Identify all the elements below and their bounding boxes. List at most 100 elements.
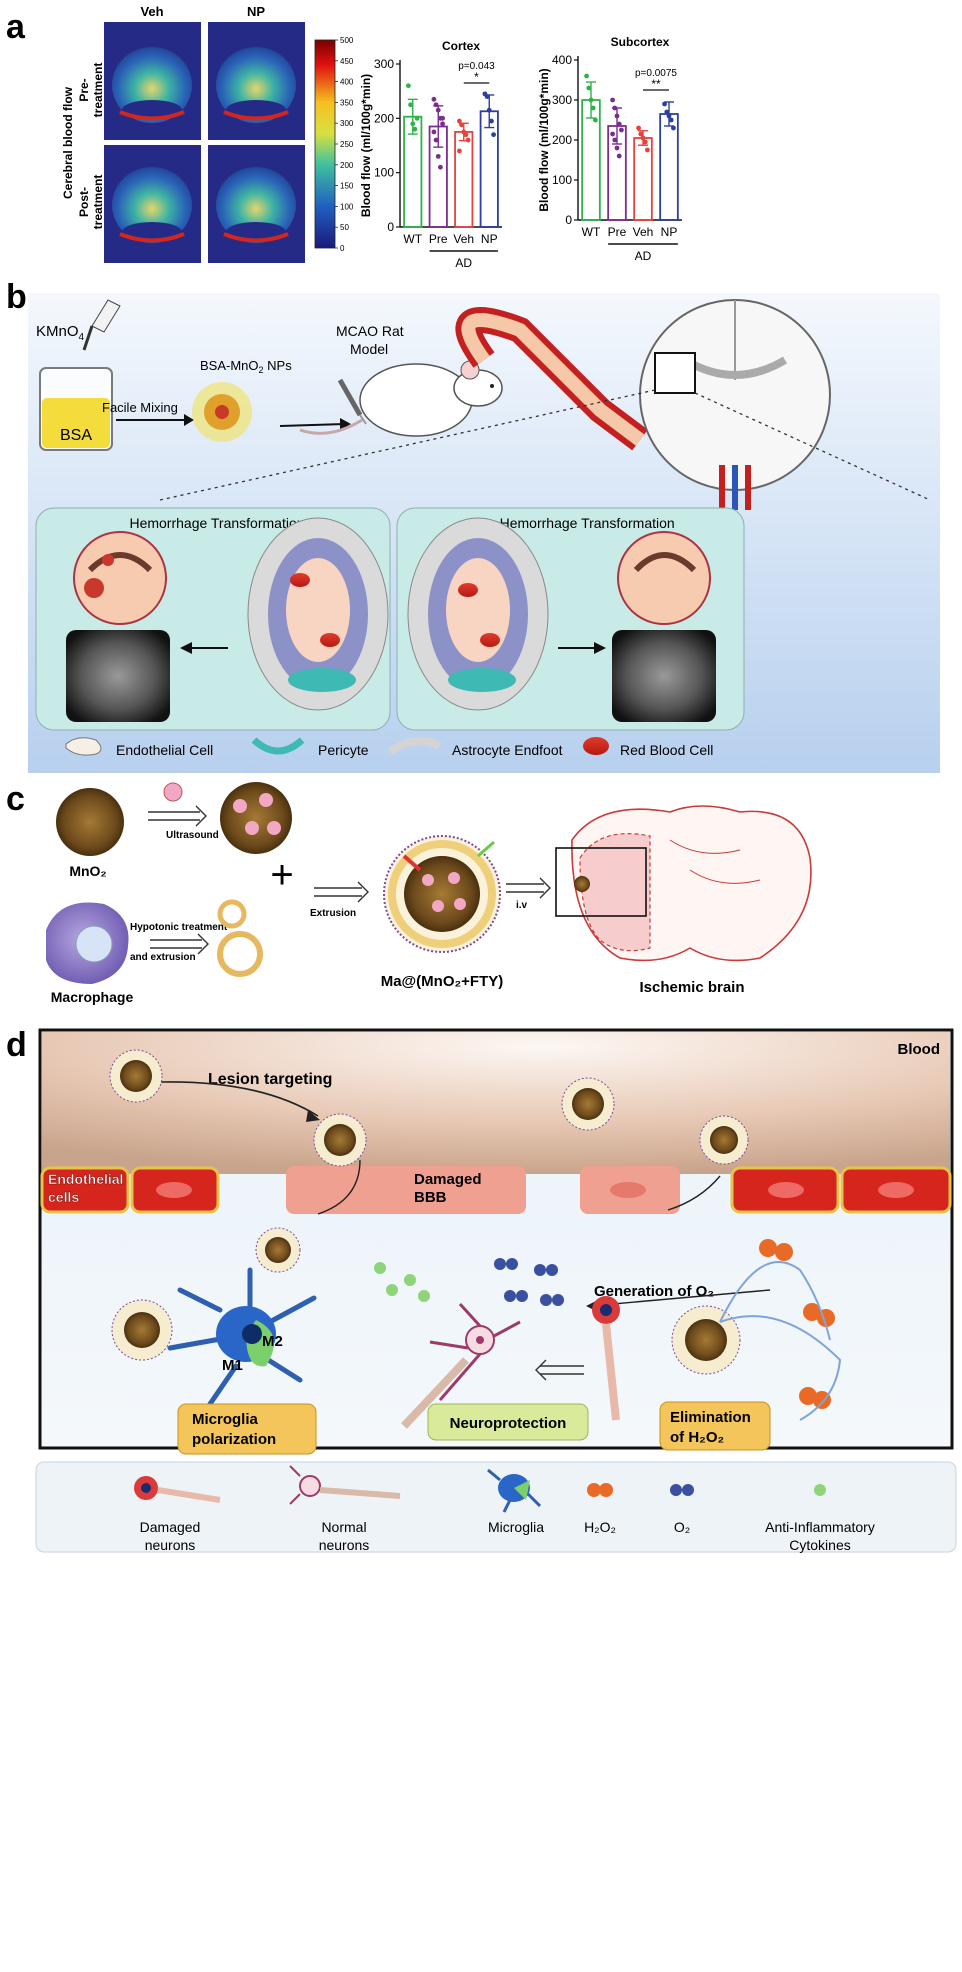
rescue-arrow	[540, 1365, 584, 1375]
normal-neuron	[401, 1302, 521, 1429]
blood-region	[42, 1032, 950, 1174]
vessel-lumen	[461, 313, 645, 446]
legend-d-h2o2-icon	[587, 1483, 613, 1497]
data-point	[588, 97, 594, 103]
side-label-cbf: Cerebral blood flow	[61, 86, 75, 199]
data-point	[440, 115, 445, 121]
macrophage-label: Macrophage	[51, 989, 134, 1005]
row-label-post-1: Post-	[77, 187, 91, 217]
elimination-label-1: Elimination	[670, 1409, 751, 1426]
y-axis-label: Blood flow (ml/100g*min)	[359, 74, 373, 217]
y-tick-label: 0	[387, 220, 394, 234]
legend-b-endothelial: Endothelial Cell	[116, 742, 213, 758]
hypotonic-label-1: Hypotonic treatment	[130, 922, 228, 933]
damaged-bbb-label-1: Damaged	[414, 1171, 482, 1188]
legend-b-rbc: Red Blood Cell	[620, 742, 713, 758]
data-point	[645, 147, 650, 153]
non-hemorrhage-brain-icon	[617, 531, 711, 625]
brain-coronal-icon	[639, 299, 831, 510]
ultrasound-arrow	[148, 811, 200, 821]
y-tick-label: 200	[552, 133, 572, 147]
endothelial-label-1: Endothelial	[48, 1171, 123, 1187]
hypotonic-label-2: and extrusion	[130, 952, 196, 963]
data-point	[435, 107, 441, 113]
iv-arrow	[506, 883, 544, 893]
legend-d-h2o2: H₂O₂	[584, 1519, 616, 1535]
chart-title: Subcortex	[611, 35, 670, 49]
endothelial-cell-icon	[65, 737, 102, 756]
hemorrhage-brain-icon	[73, 531, 167, 625]
x-tick-label: WT	[582, 225, 601, 239]
legend-d-normal-1: Normal	[321, 1519, 366, 1535]
data-point	[638, 131, 644, 137]
data-point	[668, 117, 674, 123]
m1-label: M1	[222, 1357, 243, 1374]
cytokine-molecules	[374, 1262, 430, 1302]
o2-arrow	[589, 1289, 771, 1307]
column-label-np: NP	[247, 4, 265, 19]
data-point	[489, 118, 494, 124]
legend-d-microglia: Microglia	[488, 1519, 544, 1535]
panel-letter-a: a	[6, 8, 26, 46]
legend-d-cytokines-2: Cytokines	[789, 1537, 850, 1553]
damaged-bbb-label-2: BBB	[414, 1189, 447, 1206]
data-point	[486, 107, 492, 113]
x-tick-label: Pre	[429, 232, 448, 246]
cross-arrow-2	[667, 1175, 721, 1211]
red-blood-cell-icon	[583, 737, 609, 755]
data-point	[491, 132, 496, 138]
pericyte-icon	[251, 737, 305, 755]
astrocyte-endfoot-icon	[387, 737, 442, 756]
data-point	[431, 129, 437, 135]
y-tick-label: 300	[374, 57, 394, 71]
data-point	[619, 127, 624, 133]
colorbar-tick-label: 100	[340, 202, 354, 211]
data-point	[586, 85, 592, 91]
panel-letter-d: d	[6, 1026, 27, 1064]
colorbar-tick-label: 350	[340, 98, 354, 107]
y-tick-label: 100	[552, 173, 572, 187]
to-model-arrow	[279, 423, 346, 427]
y-tick-label: 100	[374, 166, 394, 180]
cross-arrow-1	[317, 1159, 361, 1215]
non-hemorrhage-arrowhead	[594, 642, 606, 654]
o2-molecules	[494, 1258, 564, 1306]
legend-d-o2-icon	[670, 1484, 694, 1496]
data-point	[457, 118, 462, 124]
data-point	[590, 105, 596, 111]
microglia-polarization-label-1: Microglia	[192, 1411, 259, 1428]
legend-d-damaged-2: neurons	[145, 1537, 196, 1553]
significance-stars: *	[474, 70, 479, 84]
data-point	[440, 121, 445, 127]
colorbar-tick-label: 400	[340, 78, 354, 87]
colorbar	[314, 39, 336, 249]
ma-mno2-fty-particle-icon	[383, 835, 501, 953]
panel-letter-c: c	[6, 780, 25, 818]
ultrasound-label: Ultrasound	[166, 830, 219, 841]
data-point	[616, 153, 622, 159]
model-label-2: Model	[350, 341, 388, 357]
colorbar-tick-label: 200	[340, 161, 354, 170]
row-label-pre-2: treatment	[91, 63, 105, 118]
model-label-1: MCAO Rat	[336, 323, 404, 339]
data-point	[612, 105, 618, 111]
data-point	[457, 148, 462, 154]
data-point	[636, 125, 641, 131]
mno2-particle-icon	[56, 788, 124, 856]
x-tick-label: WT	[403, 232, 422, 246]
legend-d-o2: O₂	[674, 1519, 690, 1535]
microglia-cell	[167, 1267, 317, 1407]
loaded-mno2-particle-icon	[220, 782, 292, 854]
legend-d-box	[35, 1461, 957, 1553]
microglia-polarization-box	[177, 1403, 317, 1455]
data-point	[463, 132, 469, 138]
row-label-pre-1: Pre-	[77, 78, 91, 101]
h2o2-fan-lines	[719, 1261, 842, 1421]
group-label: AD	[635, 249, 652, 263]
data-point	[612, 137, 618, 143]
particle-blood-1	[109, 1049, 163, 1103]
colorbar-tick-label: 50	[340, 223, 349, 232]
plus-sign: +	[270, 853, 293, 897]
